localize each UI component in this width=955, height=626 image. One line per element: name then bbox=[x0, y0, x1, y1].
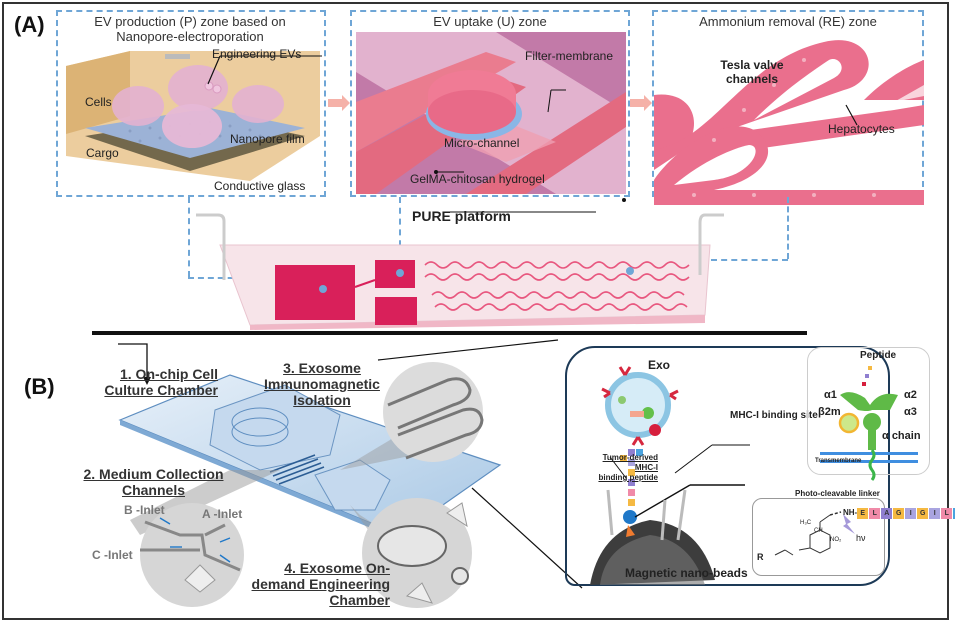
alpha3-label: α3 bbox=[904, 406, 917, 418]
pure-platform-chip bbox=[196, 213, 724, 330]
photo-cleavable-linker-title: Photo-cleavable linker bbox=[795, 489, 880, 498]
peptide-label: Peptide bbox=[860, 350, 897, 361]
micro-channel-label: Micro-channel bbox=[444, 136, 520, 150]
chip-label-immunomagnetic: 3. Exosome Immunomagnetic Isolation bbox=[262, 360, 382, 408]
ev-production-title-line2: Nanopore-electroporation bbox=[116, 29, 264, 44]
peptide-residue: G bbox=[893, 508, 905, 519]
chem-r-label: R bbox=[757, 552, 764, 562]
connector-line bbox=[787, 197, 789, 259]
filter-membrane-label: Filter-membrane bbox=[525, 49, 614, 63]
microfluidic-chip-illustration bbox=[118, 343, 502, 560]
nh-group-label: NH- bbox=[843, 508, 858, 517]
light-hv-label: hν bbox=[856, 533, 866, 543]
flow-arrow-icon bbox=[328, 95, 350, 111]
linker-chemical-structure bbox=[774, 511, 855, 556]
isolation-channels-zoom bbox=[377, 339, 559, 462]
ev-uptake-illustration bbox=[356, 32, 626, 213]
mhc-binding-site-label: MHC-I binding site bbox=[730, 410, 818, 421]
panel-divider bbox=[92, 331, 807, 335]
peptide-residue: I bbox=[905, 508, 917, 519]
peptide-residue: T bbox=[953, 508, 955, 519]
c-inlet-label: C -Inlet bbox=[92, 548, 133, 562]
pure-platform-title: PURE platform bbox=[412, 208, 511, 224]
connector-line bbox=[188, 197, 190, 277]
chip-label-3-line1: 3. Exosome bbox=[283, 360, 361, 376]
a-inlet-label: A -Inlet bbox=[202, 507, 243, 521]
tesla-valve-illustration bbox=[654, 40, 924, 205]
chem-no2-label: NO₂ bbox=[830, 537, 842, 543]
tumor-peptide-label: Tumor-derived MHC-I binding peptide bbox=[596, 453, 658, 483]
peptide-residue: L bbox=[869, 508, 881, 519]
peptide-residue: E bbox=[857, 508, 869, 519]
medium-collection-zoom bbox=[140, 503, 244, 607]
photo-cleavable-linker-box bbox=[752, 498, 885, 576]
tumor-peptide-line2: binding peptide bbox=[598, 473, 658, 482]
tumor-peptide-line1: Tumor-derived MHC-I bbox=[602, 453, 658, 472]
chip-label-4-line3: Chamber bbox=[329, 592, 390, 608]
chip-label-1-line2: Culture Chamber bbox=[104, 382, 218, 398]
nanopore-film-label: Nanopore film bbox=[230, 132, 305, 146]
transmembrane-label: Transmembrane bbox=[815, 458, 862, 464]
chem-h3c-label: H₃C bbox=[800, 520, 812, 526]
peptide-residue: A bbox=[881, 508, 893, 519]
alpha-chain-label: α chain bbox=[882, 430, 921, 442]
flow-arrow-icon bbox=[630, 95, 652, 111]
chip-label-2-line1: 2. Medium Collection bbox=[83, 466, 224, 482]
alpha1-label: α1 bbox=[824, 389, 837, 401]
engineering-evs-label: Engineering EVs bbox=[212, 47, 302, 61]
gelma-chitosan-hydrogel-label: GelMA-chitosan hydrogel bbox=[410, 172, 545, 186]
peptide-residue: I bbox=[929, 508, 941, 519]
exo-label: Exo bbox=[648, 358, 671, 372]
connector-line bbox=[640, 259, 788, 261]
ev-production-title-line1: EV production (P) zone based on bbox=[94, 14, 286, 29]
ev-uptake-title: EV uptake (U) zone bbox=[433, 14, 547, 29]
peptide-sequence: NH-ELAGIGILTV bbox=[843, 508, 955, 519]
chip-label-3-line2: Immunomagnetic bbox=[264, 376, 380, 392]
chip-label-4-line1: 4. Exosome On- bbox=[284, 560, 390, 576]
ammonium-removal-title: Ammonium removal (RE) zone bbox=[699, 14, 877, 29]
alpha2-label: α2 bbox=[904, 389, 917, 401]
nanopore-electroporation-illustration bbox=[66, 51, 322, 181]
engineering-chamber-zoom bbox=[362, 487, 583, 608]
cargo-label: Cargo bbox=[86, 146, 119, 160]
hepatocytes-label: Hepatocytes bbox=[828, 122, 895, 136]
magnetic-nano-beads-label: Magnetic nano-beads bbox=[625, 566, 748, 580]
chip-label-2-line2: Channels bbox=[121, 482, 185, 498]
tesla-valve-channels-label: Tesla valve channels bbox=[720, 58, 784, 86]
connector-line bbox=[399, 197, 401, 257]
mhc-i-structure-illustration bbox=[820, 366, 918, 481]
chip-label-4-line2: demand Engineering bbox=[251, 576, 390, 592]
b-inlet-label: B -Inlet bbox=[124, 503, 165, 517]
ev-production-title: EV production (P) zone based on Nanopore… bbox=[60, 14, 320, 44]
chem-ch-label: CH bbox=[814, 528, 823, 534]
chip-label-medium-collection: 2. Medium Collection Channels bbox=[66, 466, 241, 498]
ev-uptake-zone bbox=[350, 10, 630, 197]
exosome-detail-box bbox=[565, 346, 890, 586]
chip-label-3-line3: Isolation bbox=[293, 392, 351, 408]
chip-label-cell-culture: 1. On-chip Cell Culture Chamber bbox=[78, 366, 218, 398]
chip-label-1-line1: 1. On-chip Cell bbox=[119, 366, 218, 382]
chip-label-engineering-chamber: 4. Exosome On- demand Engineering Chambe… bbox=[230, 560, 390, 608]
figure-frame bbox=[2, 2, 949, 620]
beta2m-label: β2m bbox=[818, 406, 841, 418]
peptide-residues: ELAGIGILTV bbox=[857, 508, 955, 519]
panel-a-label: (A) bbox=[14, 12, 45, 37]
peptide-residue: L bbox=[941, 508, 953, 519]
peptide-residue: G bbox=[917, 508, 929, 519]
panel-b-label: (B) bbox=[24, 374, 55, 399]
exosome-illustration bbox=[590, 366, 750, 585]
ev-production-zone bbox=[56, 10, 326, 197]
conductive-glass-label: Conductive glass bbox=[214, 179, 306, 193]
mhc-structure-box bbox=[807, 347, 930, 475]
cells-label: Cells bbox=[85, 95, 112, 109]
